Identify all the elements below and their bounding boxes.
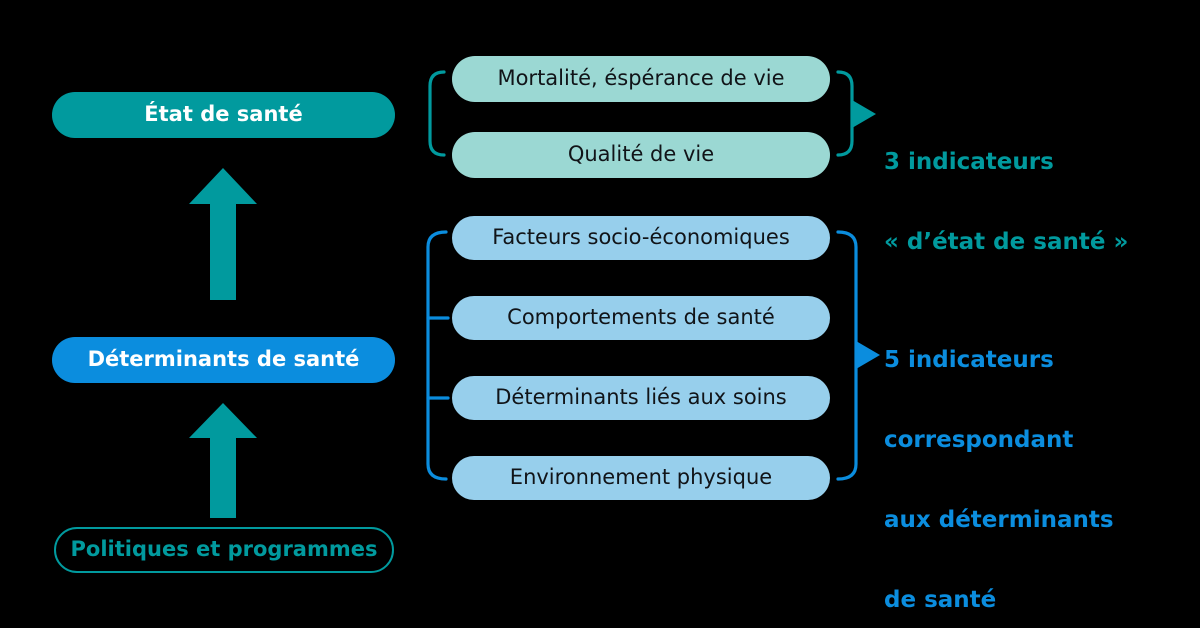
box-mortalite-esperance-de-vie[interactable]: Mortalité, éspérance de vie	[452, 56, 830, 102]
box-environnement-physique[interactable]: Environnement physique	[452, 456, 830, 500]
arrowhead-etat-de-sante	[852, 100, 876, 128]
bracket-left-etat-de-sante	[428, 70, 446, 157]
box-facteurs-socio-economiques[interactable]: Facteurs socio-économiques	[452, 216, 830, 260]
box-mortalite-esperance-de-vie-label: Mortalité, éspérance de vie	[497, 66, 785, 91]
box-determinants-de-sante-label: Déterminants de santé	[87, 347, 360, 372]
box-politiques-et-programmes-label: Politiques et programmes	[70, 537, 378, 562]
annotation-3-indicateurs: 3 indicateurs « d’état de santé »	[884, 96, 1128, 309]
box-comportements-de-sante-label: Comportements de santé	[507, 305, 775, 330]
box-determinants-lies-aux-soins-label: Déterminants liés aux soins	[495, 385, 787, 410]
box-determinants-lies-aux-soins[interactable]: Déterminants liés aux soins	[452, 376, 830, 420]
bracket-left-determinants	[426, 230, 450, 481]
arrow-up-politiques-to-determinants	[189, 403, 257, 518]
box-politiques-et-programmes[interactable]: Politiques et programmes	[54, 527, 394, 573]
annotation-3-indicateurs-line2: « d’état de santé »	[884, 229, 1129, 256]
box-facteurs-socio-economiques-label: Facteurs socio-économiques	[492, 225, 790, 250]
box-etat-de-sante[interactable]: État de santé	[52, 92, 395, 138]
box-environnement-physique-label: Environnement physique	[509, 465, 773, 490]
annotation-5-indicateurs-line2: correspondant	[884, 427, 1074, 454]
arrow-up-determinants-to-etat	[189, 168, 257, 300]
box-qualite-de-vie-label: Qualité de vie	[567, 142, 715, 167]
box-determinants-de-sante[interactable]: Déterminants de santé	[52, 337, 395, 383]
bracket-right-etat-de-sante	[836, 70, 876, 157]
bracket-right-determinants	[836, 230, 880, 481]
box-etat-de-sante-label: État de santé	[144, 102, 303, 127]
annotation-5-indicateurs-line4: de santé	[884, 587, 997, 614]
arrowhead-determinants	[856, 341, 880, 369]
annotation-5-indicateurs-line3: aux déterminants	[884, 507, 1114, 534]
annotation-3-indicateurs-line1: 3 indicateurs	[884, 149, 1054, 176]
box-qualite-de-vie[interactable]: Qualité de vie	[452, 132, 830, 178]
box-comportements-de-sante[interactable]: Comportements de santé	[452, 296, 830, 340]
annotation-5-indicateurs-line1: 5 indicateurs	[884, 347, 1054, 374]
annotation-5-indicateurs: 5 indicateurs correspondant aux détermin…	[884, 294, 1114, 628]
